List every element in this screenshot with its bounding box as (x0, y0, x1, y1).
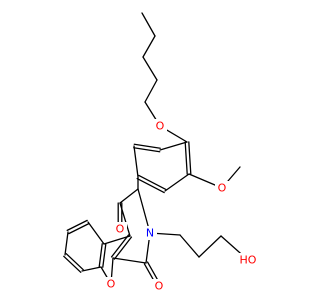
bond-double-b (113, 236, 133, 260)
bond-single (141, 12, 156, 37)
bond-double-a (133, 143, 161, 149)
atom-label-n-ring: N (146, 227, 154, 240)
atom-label-background (153, 119, 167, 133)
bond-single (179, 234, 200, 258)
bond-double-a (102, 243, 107, 268)
bond-single (64, 231, 69, 256)
bond-single (133, 145, 139, 178)
atom-label-o-methoxy: O (218, 182, 227, 195)
atom-label-background (113, 222, 127, 236)
bond-double-b (133, 147, 161, 153)
atom-label-background (215, 181, 229, 195)
bond-single (112, 257, 147, 264)
bond-double-b (138, 174, 167, 191)
structure-canvas: O O O O O N HO (63, 12, 259, 293)
bond-single (81, 266, 102, 272)
bond-single (198, 235, 222, 258)
bond-double-a (63, 255, 82, 273)
bond-single (164, 173, 190, 192)
bond-single (103, 235, 131, 245)
atom-label-background (237, 253, 259, 267)
bond-double-b (98, 243, 103, 268)
atom-label-background (152, 279, 166, 293)
atom-label-background (143, 226, 157, 240)
atom-label-o-lactam: O (155, 280, 164, 293)
bond-double-b (65, 253, 84, 271)
bond-double-b (184, 141, 188, 175)
bond-double-b (68, 222, 90, 235)
bond-single (142, 56, 158, 81)
bond-single (87, 221, 105, 245)
bond-double-a (66, 219, 88, 232)
atom-label-o-ring: O (107, 278, 116, 291)
atom-label-o-ketone: O (116, 223, 125, 236)
bond-double-a (188, 141, 192, 175)
bond-single (119, 188, 139, 204)
bond-single (159, 141, 188, 151)
bond-single (137, 188, 151, 234)
bond-single (144, 79, 158, 103)
atom-label-background (104, 277, 118, 291)
bond-single (142, 35, 156, 58)
molecule-structure: O O O O O N HO (63, 12, 259, 293)
bond-double-a (110, 234, 130, 258)
atom-label-oh: HO (240, 254, 257, 267)
bond-double-a (136, 177, 165, 194)
bond-single (119, 202, 131, 237)
atom-label-o-ether: O (156, 120, 165, 133)
